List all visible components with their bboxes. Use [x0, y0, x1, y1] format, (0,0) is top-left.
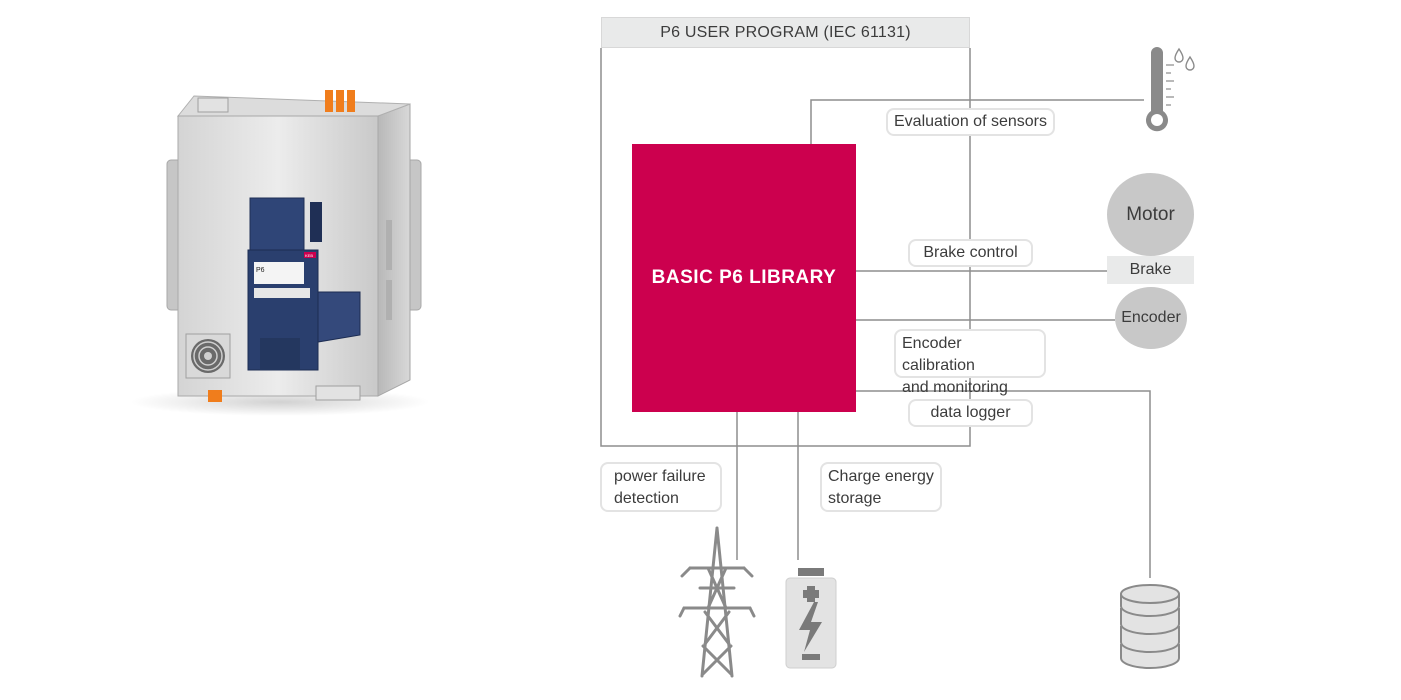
database-icon: [1120, 584, 1180, 669]
battery-icon: [785, 568, 837, 669]
motor: Motor: [1107, 173, 1194, 256]
tag-data-logger: data logger: [908, 399, 1033, 427]
tag-power-failure-detection: power failure detection: [600, 462, 722, 512]
thermometer-icon: [1146, 47, 1195, 132]
line-sensors: [810, 99, 1144, 144]
power-pylon-icon: [678, 526, 756, 678]
tag-evaluation-of-sensors: Evaluation of sensors: [886, 108, 1055, 136]
encoder: Encoder: [1115, 287, 1187, 349]
tag-brake-control: Brake control: [908, 239, 1033, 267]
module-label: P6: [256, 267, 265, 274]
line-logger: [856, 390, 1151, 578]
tag-encoder-calibration: Encoder calibration and monitoring: [894, 329, 1046, 396]
p6-drive-device: P6 KEB: [130, 90, 430, 416]
brake: Brake: [1107, 256, 1194, 284]
brand-badge: KEB: [305, 253, 313, 258]
program-frame-title: P6 USER PROGRAM (IEC 61131): [601, 17, 970, 48]
basic-p6-library-box: BASIC P6 LIBRARY: [632, 144, 856, 412]
tag-charge-energy-storage: Charge energy storage: [820, 462, 942, 512]
